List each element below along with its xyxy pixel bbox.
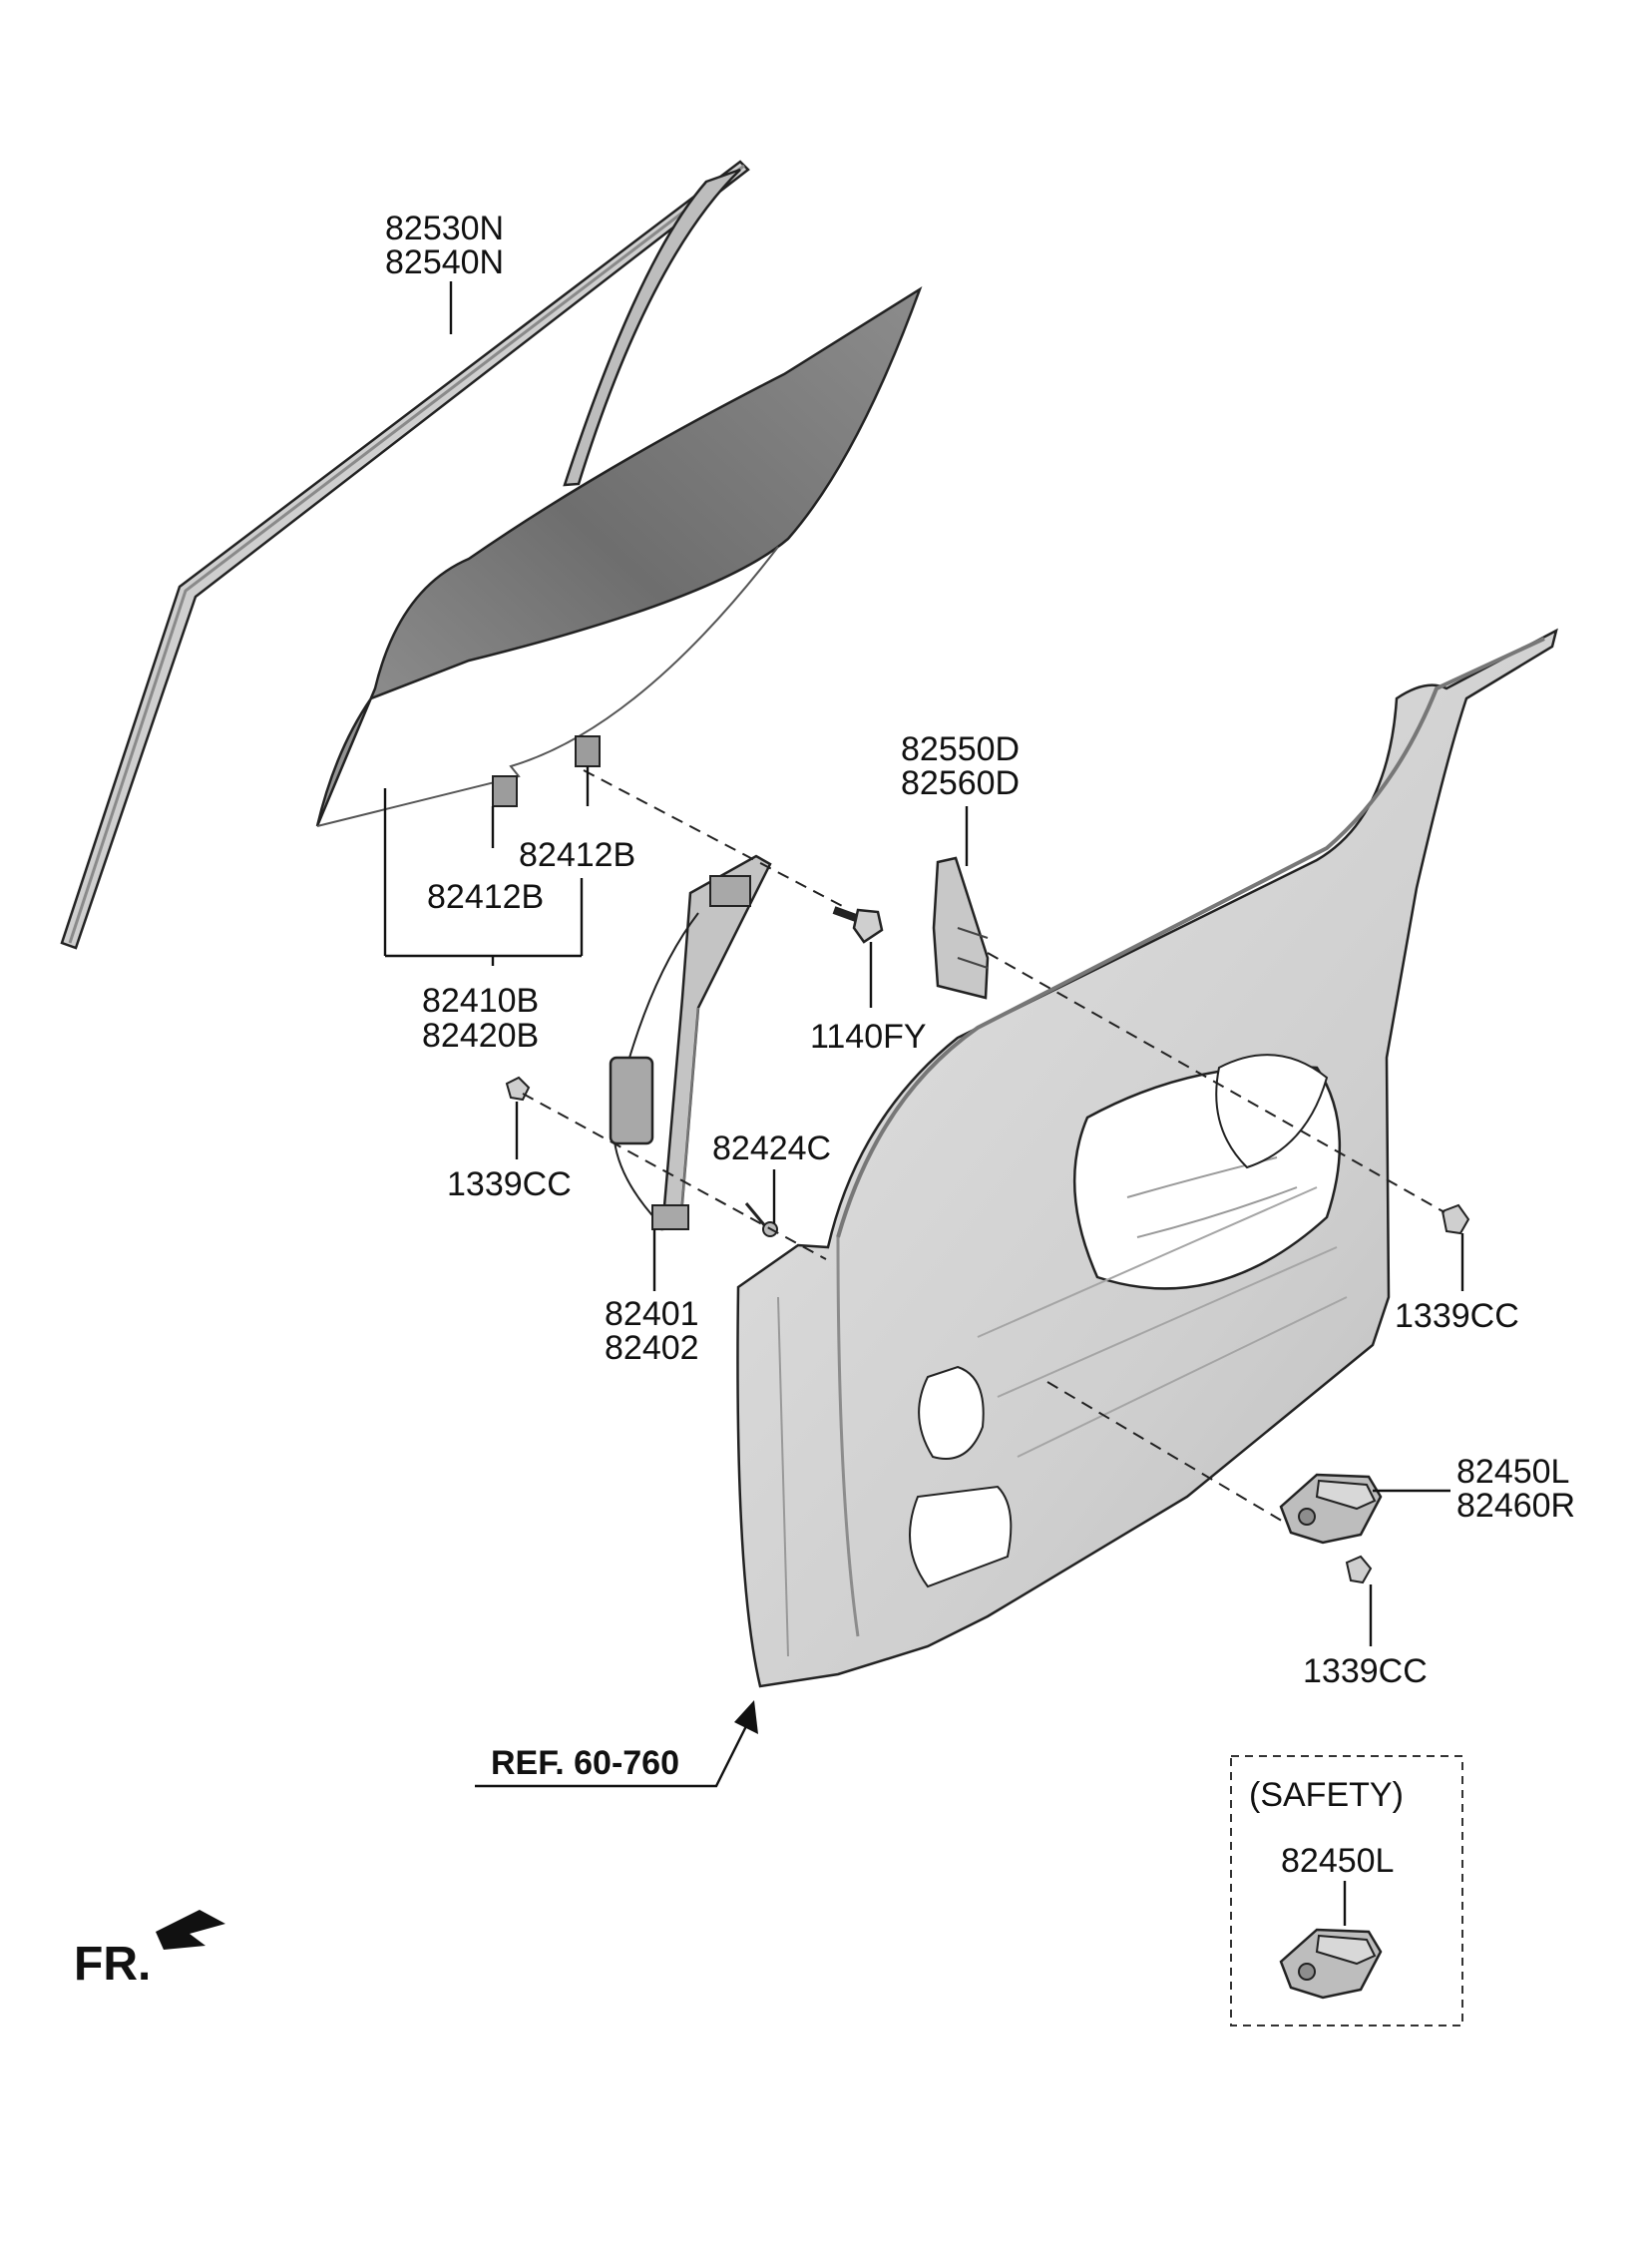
label-safety-82450l: 82450L [1281,1842,1394,1880]
door-glass [315,286,923,827]
safety-motor [1279,1928,1383,2000]
regulator-screw [744,1202,778,1237]
label-82460r: 82460R [1456,1487,1575,1525]
clip-1339cc-right [1441,1203,1470,1235]
label-1339cc-left: 1339CC [447,1165,572,1203]
label-82424c: 82424C [712,1129,831,1167]
label-1339cc-motor: 1339CC [1303,1652,1428,1690]
label-82412b-right: 82412B [519,836,635,874]
assembly-lines [522,769,1446,1524]
label-82550d: 82550D [901,730,1020,768]
rear-lower-channel [932,856,990,1000]
safety-box [1230,1755,1463,2027]
reference-arrow-icon [475,1700,758,1788]
label-1339cc-right: 1339CC [1395,1297,1519,1335]
label-82410b: 82410B [422,982,539,1020]
glass-run-channel [60,160,750,950]
window-motor [1279,1473,1383,1545]
label-82530n: 82530N [385,210,504,247]
clip-1339cc-left [505,1076,531,1102]
label-82540n: 82540N [385,243,504,281]
glass-clip-right [575,735,601,767]
label-82412b-left: 82412B [427,878,544,916]
label-82560d: 82560D [901,764,1020,802]
glass-clip-left [492,775,518,807]
label-82402: 82402 [605,1329,699,1367]
label-82401: 82401 [605,1295,699,1333]
bolt-1140fy [832,906,884,944]
label-82420b: 82420B [422,1017,539,1055]
label-1140fy: 1140FY [810,1018,927,1056]
label-safety-title: (SAFETY) [1249,1776,1404,1814]
window-regulator [609,854,772,1231]
front-arrow-icon [156,1910,225,1950]
label-82450l: 82450L [1456,1453,1569,1491]
door-inner-panel [736,628,1558,1688]
leader-lines [383,281,1464,1646]
clip-1339cc-motor [1345,1555,1373,1584]
label-reference: REF. 60-760 [491,1744,679,1782]
label-front: FR. [74,1938,151,1991]
